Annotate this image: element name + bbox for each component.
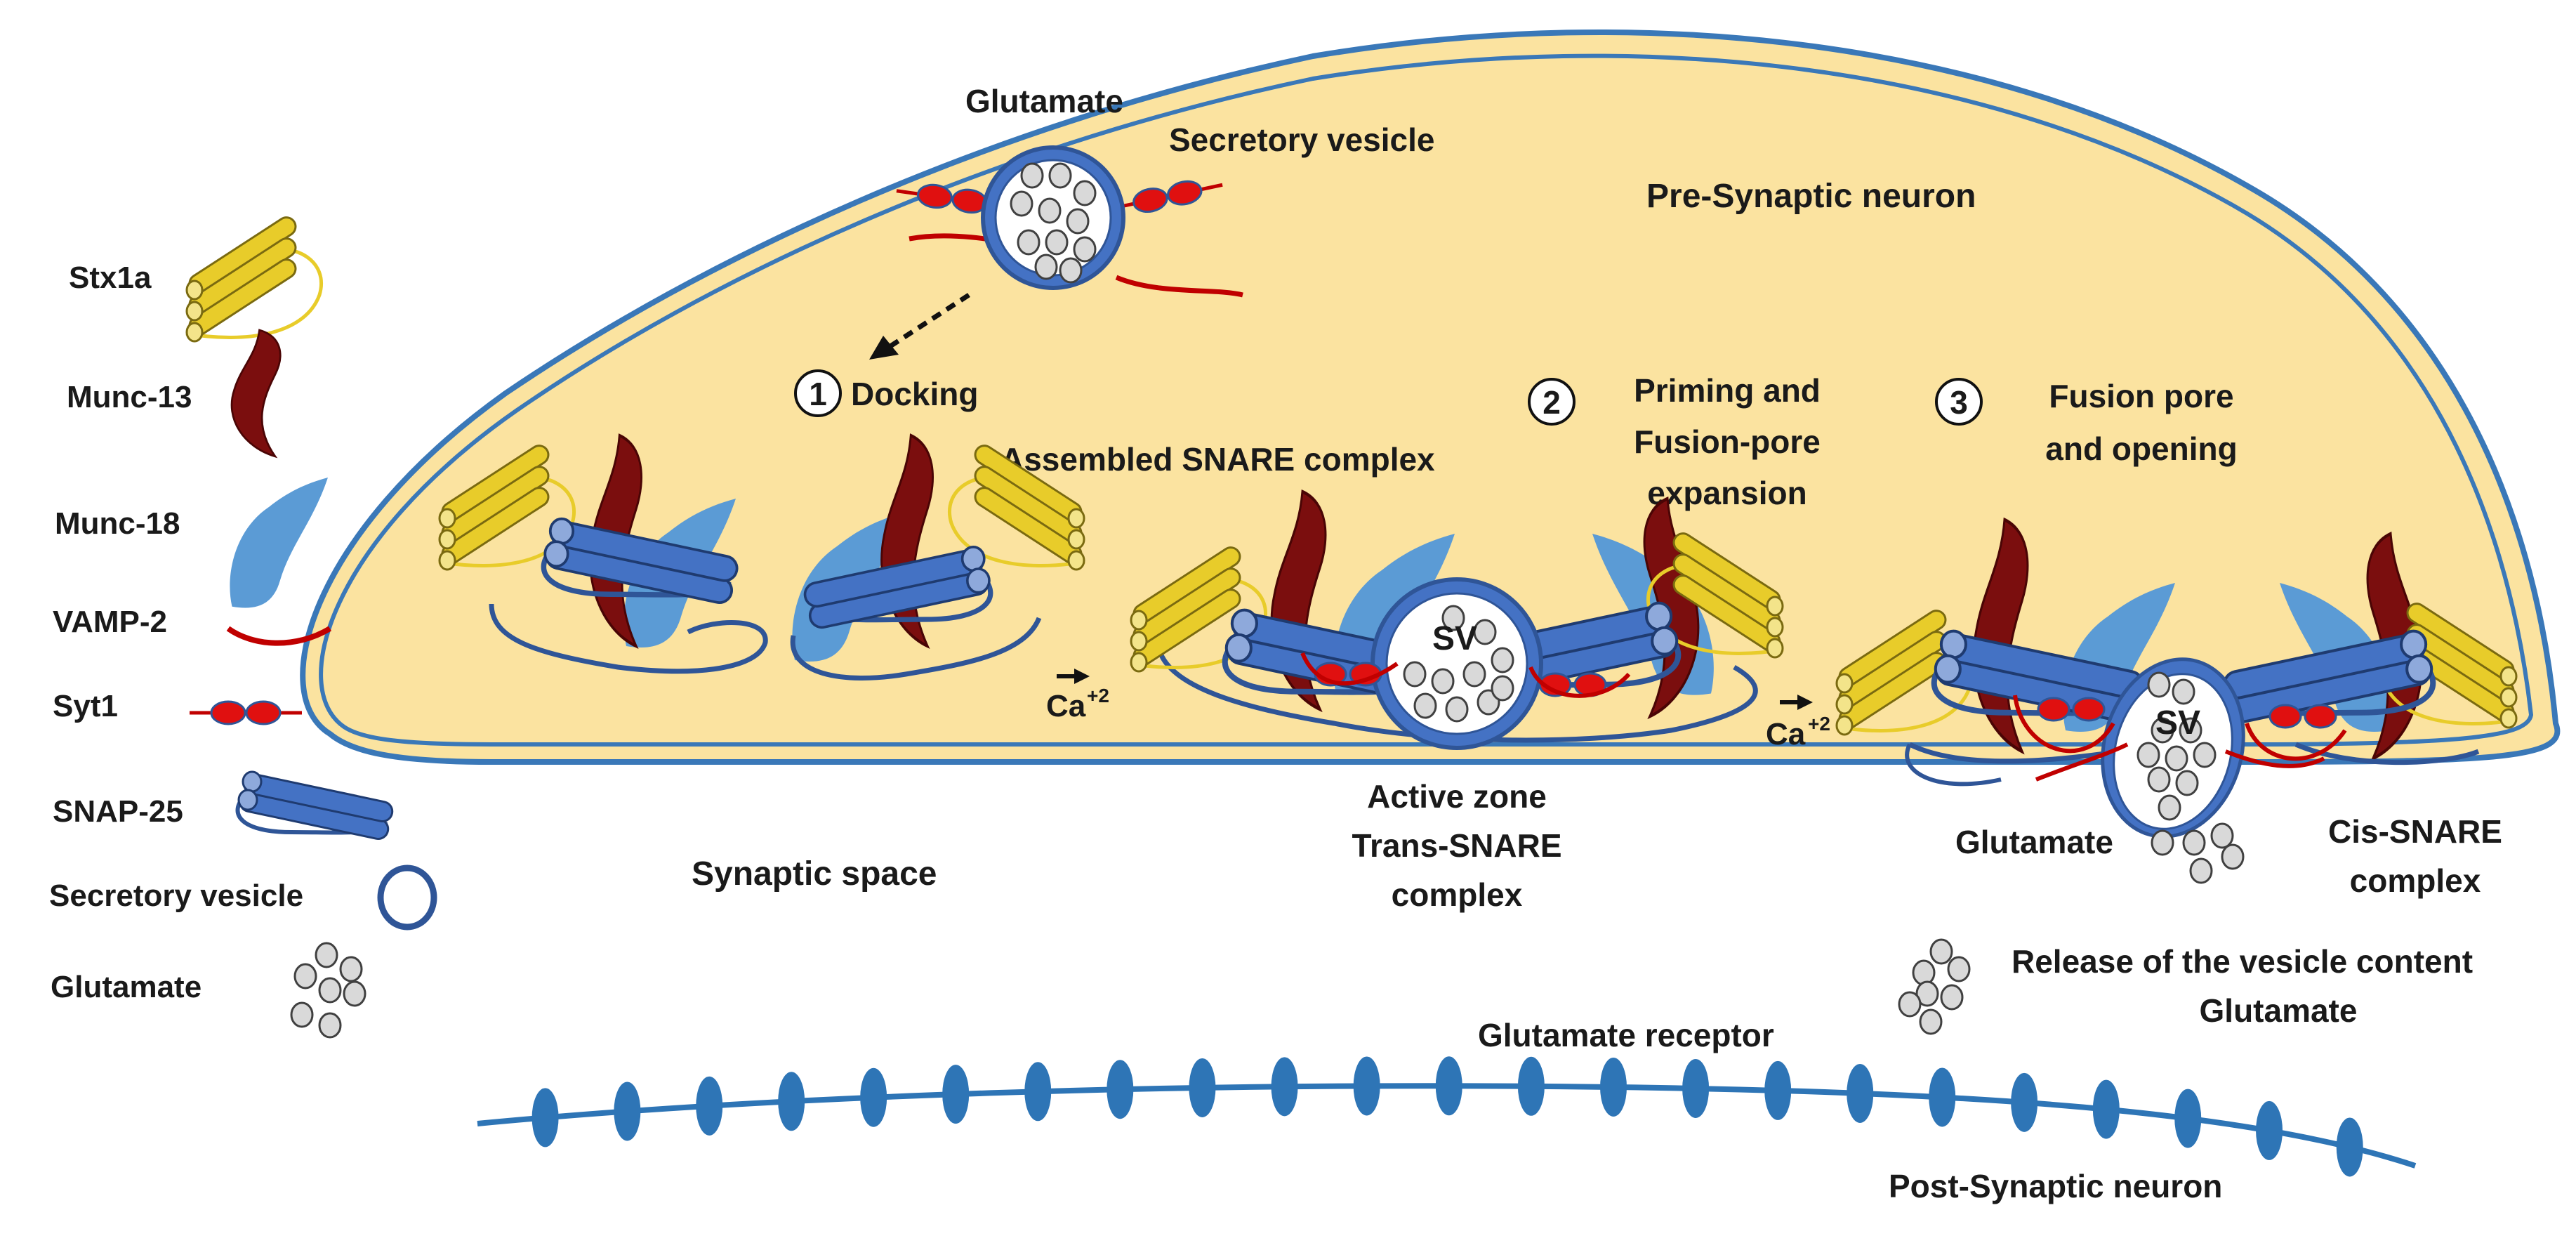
legend-munc13-label: Munc-13 <box>67 380 192 414</box>
glutamate-receptor <box>1600 1057 1627 1117</box>
step-2-label-line-2: Fusion-pore <box>1634 423 1821 460</box>
legend-munc18-label: Munc-18 <box>55 506 180 541</box>
glutamate-release-label: Glutamate <box>1955 824 2113 860</box>
release-content-label-line-2: Glutamate <box>2200 992 2358 1029</box>
glutamate-receptors <box>531 1056 2363 1177</box>
glutamate-receptor <box>1682 1058 1710 1118</box>
legend: Stx1a Munc-13 Munc-18 VAMP-2 Syt1 SNAP-2… <box>49 214 437 1039</box>
presynaptic-neuron-label: Pre-Synaptic neuron <box>1646 178 1976 215</box>
step-2-label-line-3: expansion <box>1647 475 1807 511</box>
glutamate-receptor <box>1353 1056 1380 1116</box>
glutamate-receptor <box>860 1067 887 1127</box>
legend-syt1-label: Syt1 <box>53 689 118 723</box>
glutamate-receptor <box>696 1076 723 1136</box>
ca-label-step-2: Ca <box>1046 689 1086 723</box>
glutamate-receptor <box>1517 1056 1545 1116</box>
active-zone-label-line-2: Trans-SNARE <box>1352 827 1561 864</box>
glutamate-receptor-label: Glutamate receptor <box>1478 1017 1774 1053</box>
step-2-marker: 2 <box>1528 378 1576 426</box>
ca-influx-step-2: Ca +2 <box>1046 669 1109 723</box>
cis-snare-label-line-1: Cis-SNARE <box>2328 813 2502 850</box>
synaptic-space-label: Synaptic space <box>692 855 937 893</box>
ca-influx-step-3: Ca +2 <box>1766 695 1830 751</box>
ca-charge-step-3: +2 <box>1808 713 1830 735</box>
step-3-label-line-1: Fusion pore <box>2049 378 2233 414</box>
glutamate-receptor <box>1024 1062 1052 1122</box>
ca-label-step-3: Ca <box>1766 717 1806 751</box>
top-secretory-vesicle <box>869 145 1243 360</box>
step-2-number: 2 <box>1543 384 1561 421</box>
docking-complex-left <box>439 435 768 674</box>
step-1-number: 1 <box>809 376 827 412</box>
glutamate-receptor <box>2256 1100 2283 1160</box>
munc18-icon <box>230 478 328 608</box>
glutamate-receptor <box>531 1088 559 1148</box>
glutamate-receptor <box>1271 1057 1298 1117</box>
legend-glutamate-label: Glutamate <box>51 970 202 1004</box>
stx1a-icon <box>186 214 322 341</box>
priming-complex: SV <box>1130 492 1783 750</box>
sv-label-step-3: SV <box>2155 704 2200 742</box>
top-glutamate-label: Glutamate <box>965 83 1123 119</box>
legend-snap25-label: SNAP-25 <box>53 794 183 829</box>
vesicle-icon <box>377 864 437 931</box>
step-1-label: Docking <box>851 376 978 412</box>
glutamate-receptor <box>1189 1058 1216 1117</box>
legend-vamp2-label: VAMP-2 <box>53 605 167 639</box>
munc13-icon <box>230 329 282 458</box>
active-zone-label-line-1: Active zone <box>1367 778 1547 815</box>
fusion-complex: SV <box>1836 520 2517 884</box>
docking-complex-right <box>790 435 1085 681</box>
glutamate-receptor <box>942 1065 970 1124</box>
glutamate-icon <box>290 942 366 1039</box>
sv-label-step-2: SV <box>1432 620 1477 657</box>
cis-snare-label-line-2: complex <box>2350 862 2481 899</box>
assembled-snare-label: Assembled SNARE complex <box>1000 441 1435 478</box>
legend-stx1a-label: Stx1a <box>69 261 152 295</box>
legend-vesicle-label: Secretory vesicle <box>49 879 303 913</box>
syt1-icon <box>190 702 302 724</box>
glutamate-receptor <box>778 1072 805 1131</box>
glutamate-receptor <box>2174 1089 2202 1148</box>
step-2-label-line-1: Priming and <box>1634 372 1821 409</box>
step-1-marker: 1 <box>794 369 842 417</box>
glutamate-receptor <box>1929 1067 1956 1127</box>
glutamate-receptor <box>1847 1063 1874 1123</box>
vamp2-icon <box>226 626 332 646</box>
glutamate-receptor <box>2336 1117 2363 1177</box>
glutamate-receptor <box>1435 1056 1462 1116</box>
glutamate-receptor <box>1764 1060 1792 1120</box>
snap25-icon <box>237 772 394 841</box>
glutamate-receptor <box>614 1082 641 1141</box>
glutamate-receptor <box>2011 1072 2038 1132</box>
step-3-marker: 3 <box>1935 378 1983 426</box>
release-content-label-line-1: Release of the vesicle content <box>2012 943 2473 980</box>
glutamate-receptor <box>2092 1079 2120 1139</box>
top-secretory-vesicle-label: Secretory vesicle <box>1169 121 1435 158</box>
active-zone-label-line-3: complex <box>1392 876 1523 913</box>
glutamate-receptor <box>1107 1060 1134 1119</box>
postsynaptic-neuron-label: Post-Synaptic neuron <box>1889 1168 2222 1204</box>
ca-charge-step-2: +2 <box>1087 685 1109 706</box>
step-3-number: 3 <box>1950 384 1968 421</box>
released-glutamate <box>1898 938 1971 1035</box>
step-3-label-line-2: and opening <box>2045 430 2237 467</box>
